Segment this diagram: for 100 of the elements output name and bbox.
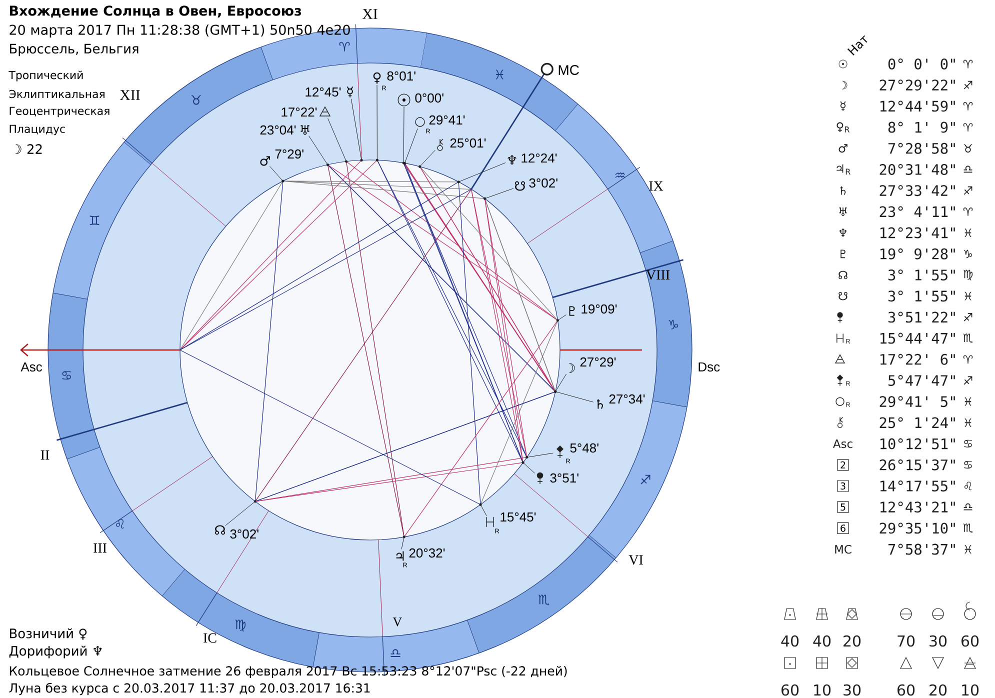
house-numeral: III bbox=[94, 543, 107, 553]
element-count: 60 bbox=[962, 635, 979, 647]
position-value: 0° 0' 0" bbox=[888, 58, 955, 70]
table-sign-glyph: ♈ bbox=[963, 208, 973, 216]
table-glyph: ☽ bbox=[842, 80, 848, 90]
table-glyph: ♆ bbox=[839, 228, 847, 237]
table-glyph: ♃$_{R}$ bbox=[836, 164, 850, 175]
chart-info-text: ☽ 22 bbox=[15, 144, 42, 154]
table-sign-glyph: ♌ bbox=[964, 482, 972, 490]
table-sign-glyph: ♐ bbox=[964, 313, 972, 322]
planet-glyph: ♀ bbox=[373, 72, 381, 84]
planet-glyph: ☿ bbox=[347, 86, 353, 98]
position-value: 7°58'37" bbox=[888, 544, 955, 555]
element-count: 60 bbox=[898, 684, 915, 696]
table-sign-glyph: ♋ bbox=[964, 440, 972, 448]
zodiac-sign-glyph: ♏ bbox=[538, 594, 550, 606]
degree-label: 8°01' bbox=[387, 71, 416, 81]
position-value: 19° 9'28" bbox=[880, 248, 955, 260]
zodiac-sign-glyph: ♐ bbox=[640, 474, 650, 484]
position-value: 17°22' 6" bbox=[880, 354, 955, 365]
table-sign-glyph: ♓ bbox=[964, 418, 972, 427]
element-count: 30 bbox=[844, 684, 861, 696]
house-numeral: XII bbox=[120, 90, 140, 100]
degree-label: 27°34' bbox=[609, 394, 645, 404]
planet-glyph: ♄ bbox=[597, 399, 603, 409]
table-sign-glyph: ♓ bbox=[964, 228, 972, 237]
table-glyph: ☉ bbox=[838, 60, 848, 68]
house-numeral: VI bbox=[628, 555, 643, 565]
position-value: 26°15'37" bbox=[880, 459, 955, 470]
angle-label: IC bbox=[204, 633, 216, 643]
planet-glyph: ♅ bbox=[300, 125, 310, 135]
degree-label: 19°09' bbox=[582, 304, 617, 314]
degree-label: 7°29' bbox=[275, 149, 304, 159]
degree-label: 0°00' bbox=[415, 93, 444, 103]
position-value: 3° 1'55" bbox=[888, 270, 955, 280]
chart-title: Вхождение Солнца в Овен, Евросоюз bbox=[10, 6, 301, 18]
element-count: 60 bbox=[782, 684, 799, 696]
house-numeral: IX bbox=[649, 181, 664, 191]
zodiac-sign-glyph: ♑ bbox=[668, 320, 678, 330]
chart-note-text: Луна без курса с 20.03.2017 11:37 до 20.03.2017 16:31 bbox=[9, 682, 370, 696]
planet-glyph: ☊ bbox=[215, 525, 225, 535]
table-sign-glyph: ♋ bbox=[964, 461, 972, 468]
table-sign-glyph: ♓ bbox=[964, 545, 972, 554]
table-glyph: ☊ bbox=[838, 270, 848, 280]
degree-label: 12°45' bbox=[306, 87, 341, 97]
degree-label: 3°02' bbox=[230, 529, 258, 539]
table-sign-glyph: ♐ bbox=[964, 80, 972, 90]
position-value: 3°51'22" bbox=[888, 312, 955, 323]
element-count: 70 bbox=[898, 635, 915, 647]
house-number-box: 6 bbox=[837, 522, 849, 534]
table-sign-glyph: ♈ bbox=[963, 123, 973, 132]
degree-label: 12°24' bbox=[522, 153, 557, 163]
planet-glyph: ♆ bbox=[508, 155, 516, 165]
element-count: 10 bbox=[962, 684, 979, 696]
zodiac-sign-glyph: ♓ bbox=[496, 70, 504, 80]
angle-label: Dsc bbox=[698, 362, 720, 372]
degree-label: 15°45' bbox=[500, 512, 536, 522]
degree-label: 20°32' bbox=[409, 548, 445, 558]
table-sign-glyph: ♈ bbox=[963, 60, 973, 68]
degree-label: 25°01' bbox=[450, 138, 486, 148]
zodiac-sign-glyph: ♌ bbox=[116, 519, 124, 529]
position-value: 29°41' 5" bbox=[880, 396, 955, 408]
position-value: 14°17'55" bbox=[880, 480, 955, 492]
degree-label: 3°51' bbox=[550, 473, 578, 483]
position-value: 27°33'42" bbox=[880, 185, 955, 196]
position-value: 7°28'58" bbox=[888, 142, 955, 154]
chart-note-text: Кольцевое Солнечное затмение 26 февраля 2017 Вс 15:53:23 8°12'07"Psc (-22 дней) bbox=[10, 666, 567, 678]
table-sign-glyph: ♐ bbox=[964, 376, 972, 385]
degree-label: 3°02' bbox=[529, 178, 558, 188]
table-glyph: ♂ bbox=[838, 144, 848, 153]
table-glyph: ♄ bbox=[840, 186, 846, 195]
table-sign-glyph: ♈ bbox=[963, 102, 973, 110]
chart-info-text: 20 марта 2017 Пн 11:28:38 (GMT+1) 50n50 4e20 bbox=[10, 24, 350, 38]
table-sign-glyph: ♉ bbox=[964, 144, 972, 153]
chart-info-text: Плацидус bbox=[10, 124, 65, 136]
table-sign-glyph: ♓ bbox=[964, 292, 972, 300]
chart-note-text: Дорифорий ♆ bbox=[9, 646, 102, 658]
element-count: 40 bbox=[813, 635, 831, 647]
table-glyph: MC bbox=[835, 544, 852, 554]
house-number-box: 5 bbox=[837, 501, 849, 513]
table-glyph: ♅ bbox=[839, 208, 847, 216]
table-sign-glyph: ♑ bbox=[964, 250, 972, 258]
position-value: 29°35'10" bbox=[880, 522, 955, 534]
planet-glyph: ☉ bbox=[398, 94, 410, 106]
house-number-box: 3 bbox=[837, 480, 849, 492]
table-sign-glyph: ♓ bbox=[964, 397, 972, 406]
table-sign-glyph: ♎ bbox=[964, 503, 972, 510]
position-value: 23° 4'11" bbox=[880, 206, 955, 218]
degree-label: 29°41' bbox=[429, 115, 465, 125]
element-count: 10 bbox=[814, 684, 831, 696]
table-sign-glyph: ♏ bbox=[963, 523, 973, 533]
zodiac-sign-glyph: ♊ bbox=[90, 216, 100, 226]
planet-glyph: ♂ bbox=[260, 156, 270, 166]
chart-info-text: Эклиптикальная bbox=[9, 90, 104, 98]
house-numeral: V bbox=[392, 618, 402, 626]
zodiac-sign-glyph: ♍ bbox=[235, 620, 246, 632]
table-glyph: ☿ bbox=[840, 101, 846, 111]
chart-info-text: Тропический bbox=[8, 70, 83, 82]
position-value: 25° 1'24" bbox=[880, 417, 955, 428]
zodiac-sign-glyph: ♎ bbox=[390, 649, 400, 657]
